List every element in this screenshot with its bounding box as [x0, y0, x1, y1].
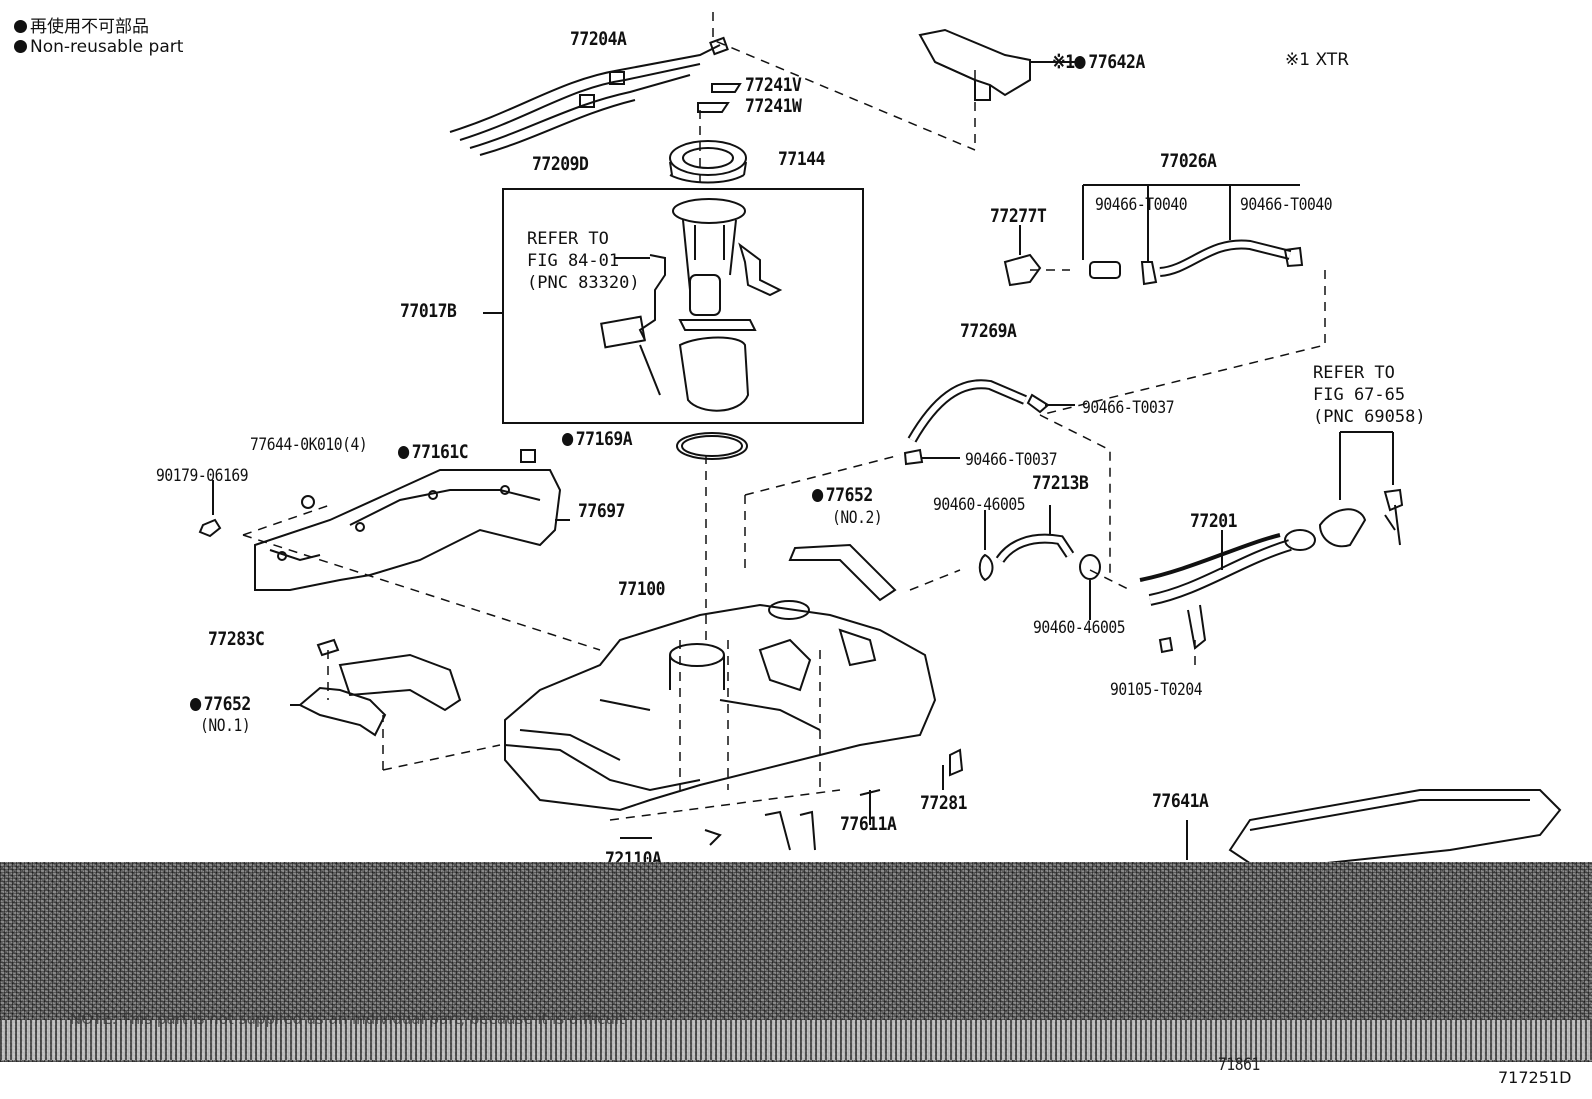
- label-77201: 77201: [1190, 510, 1238, 532]
- label-77283C: 77283C: [208, 628, 265, 650]
- clip-77644: [301, 495, 315, 509]
- non-reusable-dot-icon: [1074, 56, 1086, 69]
- protector-77652-no1: [290, 653, 462, 737]
- label-77652-no1-sub: (NO.1): [200, 716, 251, 736]
- cover-77642A: [918, 28, 1080, 101]
- label-77281: 77281: [920, 792, 968, 814]
- fuel-pump-module: [600, 198, 783, 412]
- label-77204A: 77204A: [570, 28, 627, 50]
- legend-en: Non-reusable part: [14, 37, 183, 57]
- non-reusable-dot-icon: [14, 20, 27, 33]
- label-77241W: 77241W: [745, 95, 802, 117]
- label-77611A: 77611A: [840, 813, 897, 835]
- non-reusable-dot-icon: [14, 40, 27, 53]
- label-77277T: 77277T: [990, 205, 1047, 227]
- label-77697: 77697: [578, 500, 626, 522]
- label-77269A: 77269A: [960, 320, 1017, 342]
- label-90105-T0204: 90105-T0204: [1110, 680, 1203, 700]
- non-reusable-dot-icon: [190, 698, 202, 711]
- gasket-77169A: [676, 432, 748, 460]
- fuel-tank-77100: [504, 600, 937, 812]
- band-77652-no2: [788, 543, 897, 602]
- label-90466-T0037-b: 90466-T0037: [965, 450, 1058, 470]
- label-77100: 77100: [618, 578, 666, 600]
- dashed-guide-lines: [242, 12, 1326, 821]
- label-90466-T0040-a: 90466-T0040: [1095, 195, 1188, 215]
- part-77281: [949, 748, 964, 777]
- bolt-77611A: [859, 789, 881, 825]
- label-71861: 71861: [1218, 1055, 1260, 1075]
- non-reusable-dot-icon: [812, 489, 824, 502]
- filler-cap-69058: [1318, 431, 1404, 548]
- label-77241V: 77241V: [745, 74, 802, 96]
- bolt-90179: [198, 518, 222, 538]
- label-77213B: 77213B: [1032, 472, 1089, 494]
- label-90466-T0037-a: 90466-T0037: [1082, 398, 1175, 418]
- label-77169A: 77169A: [562, 428, 633, 450]
- part-77161C: [520, 449, 536, 463]
- non-reusable-dot-icon: [562, 433, 574, 446]
- straps: [764, 810, 816, 851]
- filler-pipe-77201: [1139, 529, 1316, 654]
- label-90460-46005-b: 90460-46005: [1033, 618, 1126, 638]
- scan-noise-strip: [0, 1020, 1592, 1060]
- skid-plate-77641A: [1228, 789, 1562, 872]
- label-90460-46005-a: 90460-46005: [933, 495, 1026, 515]
- label-77161C: 77161C: [398, 441, 469, 463]
- legend-jp: 再使用不可部品: [14, 12, 149, 37]
- label-77144: 77144: [778, 148, 826, 170]
- pump-assembly-box: [502, 188, 864, 424]
- label-77209D: 77209D: [532, 153, 589, 175]
- label-77652-no2-sub: (NO.2): [832, 508, 883, 528]
- label-90466-T0040-b: 90466-T0040: [1240, 195, 1333, 215]
- label-90179-06169: 90179-06169: [156, 466, 249, 486]
- xtr-note: ※1 XTR: [1285, 50, 1350, 70]
- label-77652-no2: 77652: [812, 484, 873, 506]
- label-77641A: 77641A: [1152, 790, 1209, 812]
- clip-77283C: [316, 638, 340, 657]
- label-77644-0K010: 77644-0K010(4): [250, 435, 368, 455]
- garbled-note: NOTE: This part is not supplied as an in…: [70, 1010, 625, 1028]
- label-77017B: 77017B: [400, 300, 457, 322]
- label-77026A: 77026A: [1160, 150, 1217, 172]
- tube-77204A: [449, 36, 729, 156]
- label-77652-no1: 77652: [190, 693, 251, 715]
- vent-tubes-77026A: [1003, 184, 1304, 287]
- figure-code: 717251D: [1498, 1068, 1572, 1087]
- protector-77697: [254, 469, 570, 591]
- non-reusable-dot-icon: [398, 446, 410, 459]
- lock-ring-77144: [669, 140, 747, 184]
